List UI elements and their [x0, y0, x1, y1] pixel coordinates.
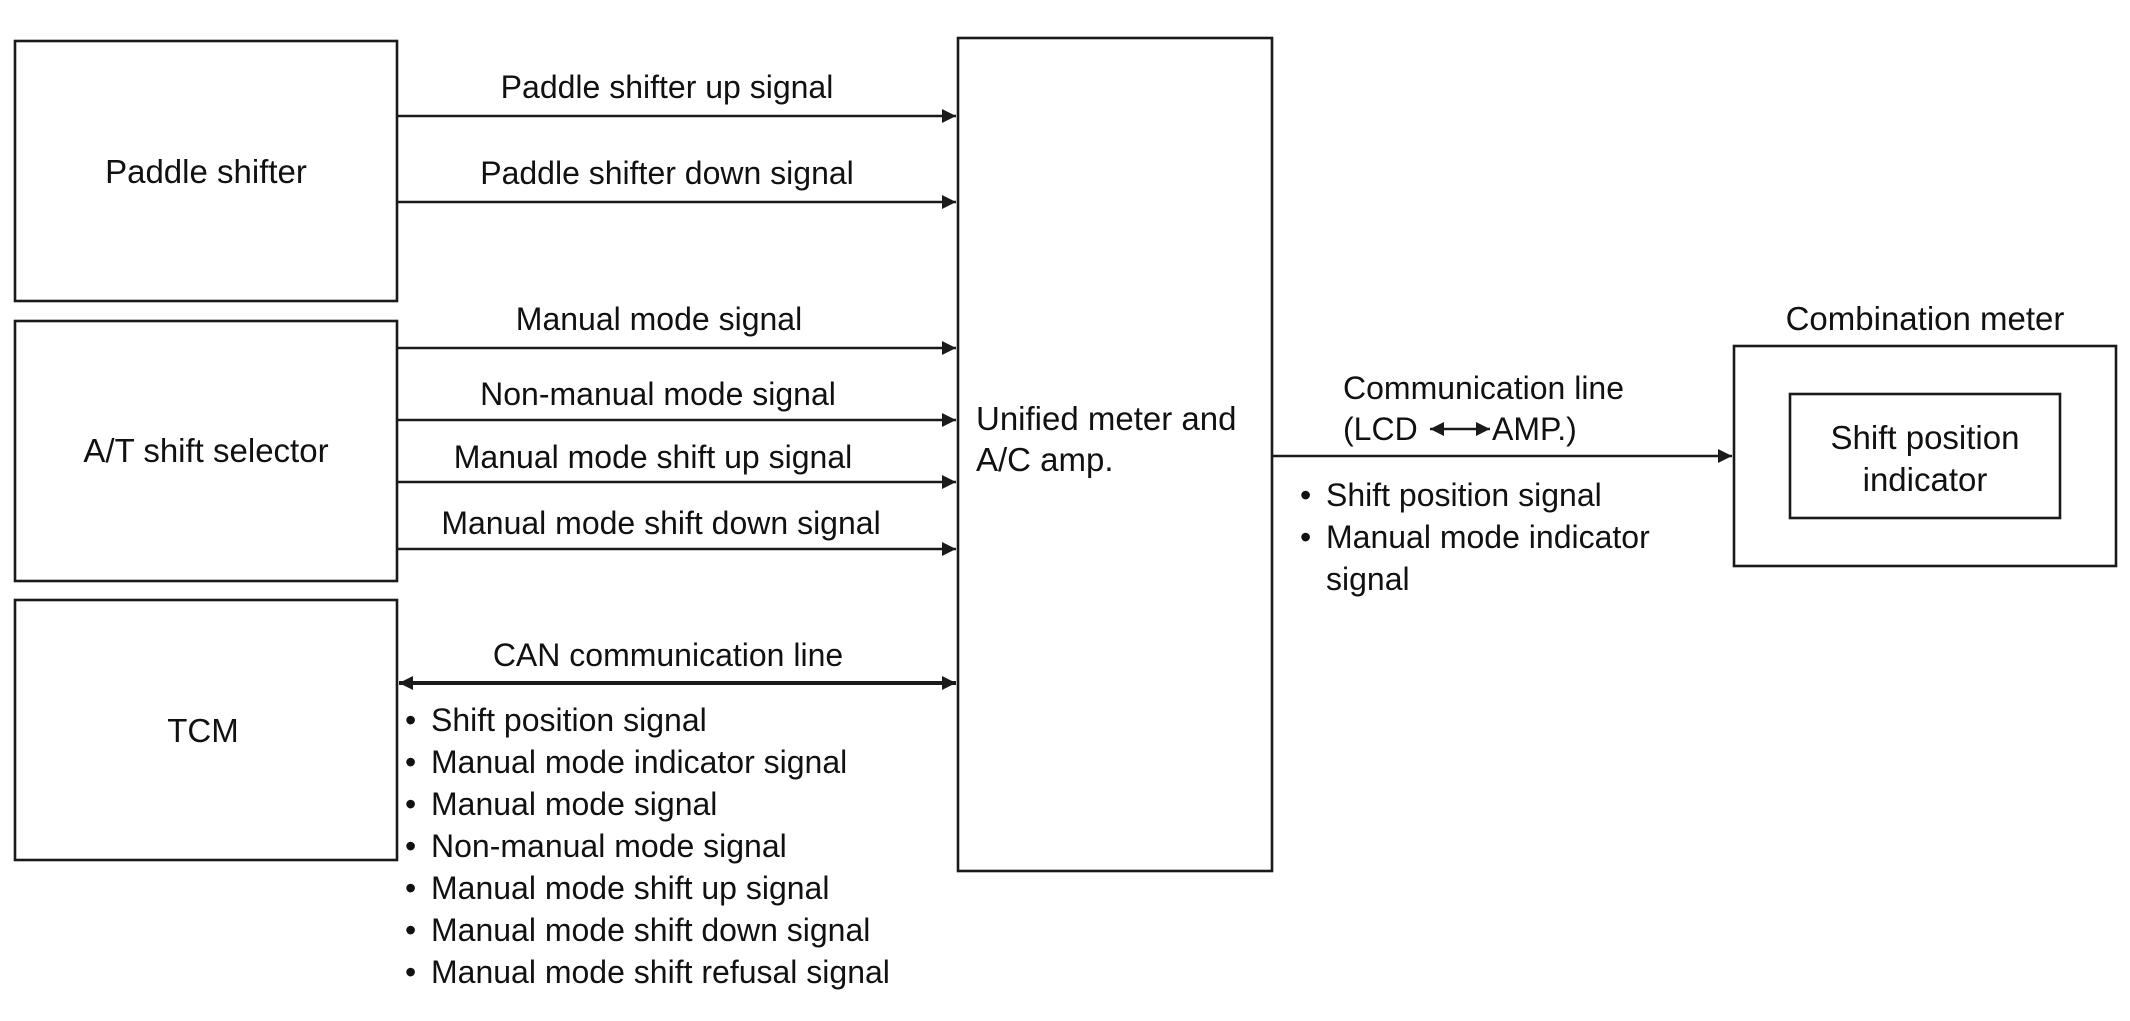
signal-paddle-down: Paddle shifter down signal: [397, 155, 956, 209]
signal-label: Paddle shifter up signal: [501, 69, 834, 105]
bullet-icon: •: [405, 870, 416, 906]
signal-manual-shift-down: Manual mode shift down signal: [397, 505, 956, 556]
list-item: Shift position signal: [431, 702, 707, 738]
comm-line-label-left: (LCD: [1343, 411, 1418, 447]
combination-meter-block: Combination meter Shift position indicat…: [1732, 300, 2118, 568]
list-item: Manual mode signal: [431, 786, 717, 822]
at-shift-selector-block: A/T shift selector: [13, 319, 399, 583]
shift-indicator-label-line2: indicator: [1863, 461, 1988, 498]
comm-line-label-right: AMP.): [1492, 411, 1577, 447]
signal-paddle-up: Paddle shifter up signal: [397, 69, 956, 123]
combination-meter-title: Combination meter: [1786, 300, 2065, 337]
signal-label: Manual mode shift up signal: [454, 439, 852, 475]
signal-label: Manual mode shift down signal: [441, 505, 880, 541]
list-item: Shift position signal: [1326, 477, 1602, 513]
bullet-icon: •: [405, 702, 416, 738]
communication-line: Communication line (LCD AMP.) • Shift po…: [1272, 370, 1732, 597]
list-item: Manual mode shift down signal: [431, 912, 870, 948]
list-item: Manual mode shift up signal: [431, 870, 829, 906]
unified-meter-label-line1: Unified meter and: [976, 400, 1236, 437]
list-item: Manual mode shift refusal signal: [431, 954, 890, 990]
signal-label: Manual mode signal: [516, 301, 802, 337]
paddle-shifter-block: Paddle shifter: [13, 39, 399, 303]
comm-line-label-line1: Communication line: [1343, 370, 1624, 406]
signal-non-manual-mode: Non-manual mode signal: [397, 376, 956, 427]
tcm-label: TCM: [167, 712, 238, 749]
signal-manual-shift-up: Manual mode shift up signal: [397, 439, 956, 489]
bullet-icon: •: [1300, 477, 1311, 513]
can-signal-list: • Shift position signal • Manual mode in…: [405, 702, 890, 990]
list-item: Non-manual mode signal: [431, 828, 787, 864]
comm-signal-list: • Shift position signal • Manual mode in…: [1300, 477, 1650, 597]
shift-position-indicator-block: Shift position indicator: [1788, 392, 2062, 520]
can-line-label: CAN communication line: [493, 637, 843, 673]
signal-label: Non-manual mode signal: [480, 376, 836, 412]
list-item: Manual mode indicator: [1326, 519, 1650, 555]
bullet-icon: •: [405, 954, 416, 990]
list-item-continuation: signal: [1326, 561, 1410, 597]
signal-manual-mode: Manual mode signal: [397, 301, 956, 355]
bullet-icon: •: [405, 744, 416, 780]
unified-meter-block: Unified meter and A/C amp.: [956, 36, 1274, 873]
can-communication-line: CAN communication line • Shift position …: [399, 637, 956, 990]
at-shift-selector-label: A/T shift selector: [83, 432, 328, 469]
unified-meter-label-line2: A/C amp.: [976, 441, 1114, 478]
signal-label: Paddle shifter down signal: [480, 155, 854, 191]
bullet-icon: •: [405, 912, 416, 948]
shift-indicator-label-line1: Shift position: [1831, 419, 2020, 456]
list-item: Manual mode indicator signal: [431, 744, 847, 780]
tcm-block: TCM: [13, 598, 399, 862]
bullet-icon: •: [405, 786, 416, 822]
paddle-shifter-label: Paddle shifter: [105, 153, 307, 190]
bullet-icon: •: [1300, 519, 1311, 555]
bullet-icon: •: [405, 828, 416, 864]
